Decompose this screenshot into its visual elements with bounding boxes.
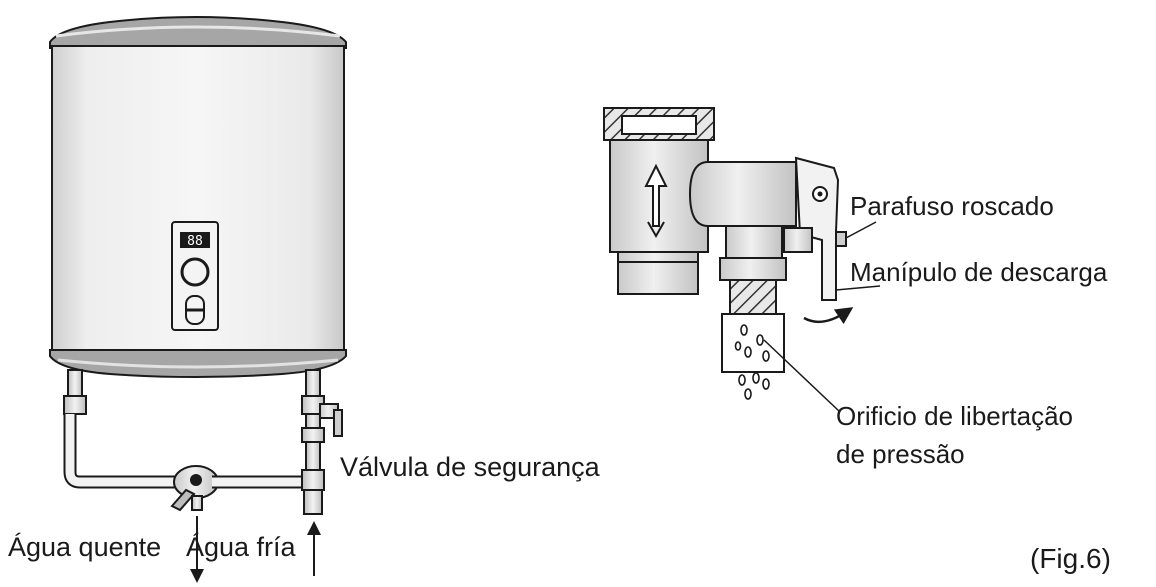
mixing-valve: [170, 465, 219, 512]
label-cold-water: Água fría: [186, 532, 296, 562]
label-hot-water: Água quente: [8, 532, 162, 562]
leader-parafuso: [845, 221, 877, 239]
threaded-screw: [835, 231, 847, 247]
heater-display: [180, 232, 210, 248]
leader-manipulo: [835, 285, 881, 291]
figure-number: (Fig.6): [1030, 543, 1111, 574]
rotation-arrow: [803, 307, 854, 325]
label-pressure-release: Orificio de libertação de pressão: [836, 397, 1073, 473]
control-knob: [180, 257, 210, 287]
discharge-outlet: [719, 225, 787, 373]
label-safety-valve: Válvula de segurança: [340, 452, 600, 482]
valve-side-barrel: [688, 161, 797, 227]
heater-display-text: 88: [187, 234, 203, 249]
valve-bottom-nipple: [617, 251, 699, 295]
water-heater: 88: [49, 16, 347, 583]
water-droplets: [738, 372, 770, 400]
hot-water-pipe: [63, 414, 180, 489]
leader-orificio: [763, 339, 841, 413]
flow-direction-arrow: [644, 163, 668, 239]
label-discharge-handle: Manípulo de descarga: [850, 257, 1108, 287]
label-pressure-release-line2: de pressão: [836, 439, 965, 469]
safety-valve-small: [319, 403, 343, 437]
cold-water-pipe: [301, 413, 325, 515]
heater-bottom-cap: [49, 349, 347, 378]
control-panel: 88: [171, 221, 219, 331]
label-pressure-release-line1: Orificio de libertação: [836, 401, 1073, 431]
safety-valve-detail: [603, 107, 881, 413]
label-threaded-screw: Parafuso roscado: [850, 191, 1054, 221]
